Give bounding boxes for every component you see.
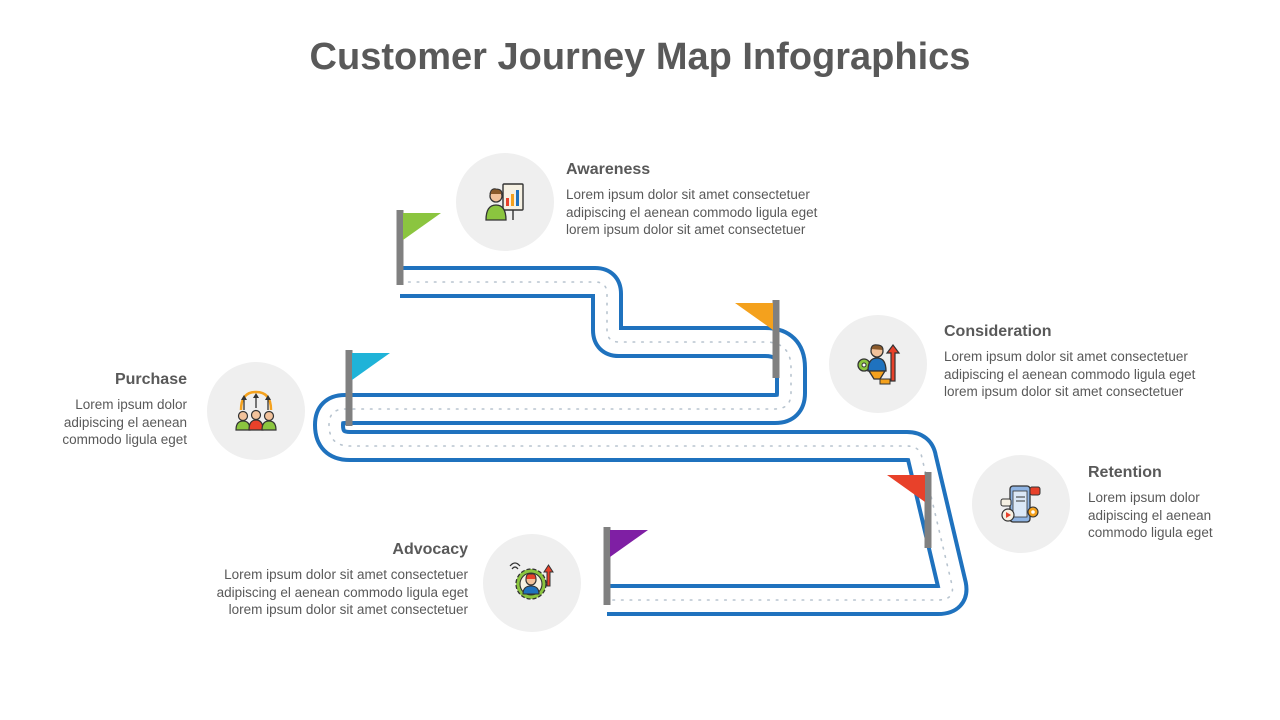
stage-retention-heading: Retention	[1088, 464, 1162, 481]
stage-awareness: Awareness Lorem ipsum dolor sit amet con…	[566, 160, 866, 239]
flag-consideration	[735, 300, 780, 378]
stage-awareness-heading: Awareness	[566, 161, 651, 178]
mobile-engagement-icon	[1000, 485, 1041, 523]
flag-consideration-cloth	[735, 303, 773, 330]
page-title: Customer Journey Map Infographics	[309, 36, 971, 78]
stage-retention: Retention Lorem ipsum dolor adipiscing e…	[1088, 463, 1268, 542]
flag-retention-cloth	[887, 475, 925, 502]
flag-awareness	[396, 210, 441, 285]
advocate-gear-icon	[509, 562, 554, 600]
stage-retention-text: Lorem ipsum dolor adipiscing el aenean c…	[1088, 490, 1213, 540]
stage-consideration-heading: Consideration	[944, 323, 1052, 340]
flag-purchase	[345, 350, 390, 426]
person-growth-gear-icon	[857, 344, 901, 385]
stage-advocacy: Advocacy Lorem ipsum dolor sit amet cons…	[168, 540, 468, 619]
stage-advocacy-heading: Advocacy	[392, 541, 468, 558]
flag-retention	[887, 472, 932, 548]
flag-advocacy-cloth	[610, 530, 648, 557]
stage-consideration-text: Lorem ipsum dolor sit amet consectetuer …	[944, 349, 1196, 399]
purchase-icon-circle	[207, 362, 305, 460]
flag-purchase-cloth	[352, 353, 390, 380]
flag-awareness-cloth	[403, 213, 441, 240]
presentation-person-icon	[485, 183, 524, 221]
stage-purchase-heading: Purchase	[114, 371, 187, 388]
stage-consideration: Consideration Lorem ipsum dolor sit amet…	[944, 322, 1244, 401]
consideration-icon-circle	[829, 315, 927, 413]
stage-awareness-text: Lorem ipsum dolor sit amet consectetuer …	[566, 187, 818, 237]
flag-advocacy	[603, 527, 648, 605]
retention-icon-circle	[972, 455, 1070, 553]
team-goal-arrows-icon	[235, 390, 277, 431]
stage-purchase: Purchase Lorem ipsum dolor adipiscing el…	[37, 370, 187, 449]
awareness-icon-circle	[456, 153, 554, 251]
stage-advocacy-text: Lorem ipsum dolor sit amet consectetuer …	[216, 567, 468, 617]
stage-purchase-text: Lorem ipsum dolor adipiscing el aenean c…	[62, 397, 187, 447]
advocacy-icon-circle	[483, 534, 581, 632]
